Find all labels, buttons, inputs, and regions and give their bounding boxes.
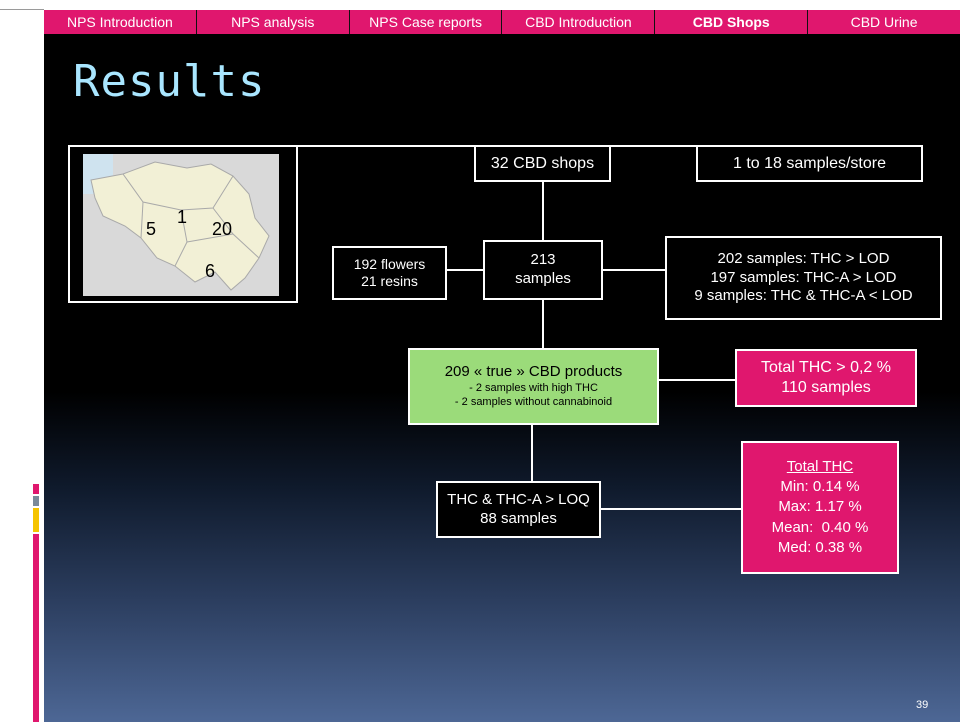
connector-loq-stats <box>600 508 742 510</box>
accent-bar-pink-small <box>33 484 39 494</box>
lod-line-2: 197 samples: THC-A > LOD <box>710 268 897 286</box>
map-label-20: 20 <box>212 219 233 239</box>
map-label-1: 1 <box>177 207 188 227</box>
total-thc-box: Total THC > 0,2 % 110 samples <box>735 349 917 407</box>
accent-bar-pink-large <box>33 534 39 722</box>
tab-cbd-urine[interactable]: CBD Urine <box>850 14 918 30</box>
flowers-resins-box: 192 flowers 21 resins <box>332 246 447 300</box>
tab-cbd-shops[interactable]: CBD Shops <box>655 10 809 34</box>
samples-box: 213 samples <box>483 240 603 300</box>
true-cbd-title: 209 « true » CBD products <box>444 363 623 381</box>
samples-count-text: 213 <box>530 251 556 269</box>
true-cbd-sub-2: - 2 samples without cannabinoid <box>454 395 613 408</box>
stats-mean: Mean: 0.40 % <box>771 518 869 536</box>
section-tabs: NPS Introduction NPS analysis NPS Case r… <box>44 10 960 34</box>
samples-word-text: samples <box>515 270 571 287</box>
true-cbd-box: 209 « true » CBD products - 2 samples wi… <box>408 348 659 425</box>
belgium-map <box>83 154 279 296</box>
tab-nps-introduction[interactable]: NPS Introduction <box>44 10 197 34</box>
title-decoration <box>21 76 35 116</box>
top-strip <box>0 0 960 10</box>
shops-box: 32 CBD shops <box>474 145 611 182</box>
stats-min: Min: 0.14 % <box>780 478 860 496</box>
loq-line-1: THC & THC-A > LOQ <box>447 490 590 508</box>
loq-line-2: 88 samples <box>480 509 557 527</box>
page-number: 39 <box>916 699 929 711</box>
lod-line-1: 202 samples: THC > LOD <box>717 249 890 267</box>
accent-bar-gray <box>33 496 39 506</box>
slide-title: Results <box>73 56 266 107</box>
connector-samples-lod <box>602 269 666 271</box>
tab-nps-case-reports[interactable]: NPS Case reports <box>350 10 503 34</box>
tab-nps-analysis[interactable]: NPS analysis <box>197 10 350 34</box>
map-label-6: 6 <box>205 261 216 281</box>
connector-samples-true <box>542 299 544 349</box>
total-thc-line-2: 110 samples <box>781 379 871 396</box>
total-thc-line-1: Total THC > 0,2 % <box>761 359 891 376</box>
true-cbd-sub-1: - 2 samples with high THC <box>469 382 598 395</box>
lod-line-3: 9 samples: THC & THC-A < LOD <box>694 287 913 305</box>
map-label-5: 5 <box>146 219 157 239</box>
loq-box: THC & THC-A > LOQ 88 samples <box>436 481 601 538</box>
accent-bar-yellow <box>33 508 39 532</box>
thc-stats-box: Total THC Min: 0.14 % Max: 1.17 % Mean: … <box>741 441 899 574</box>
stats-title: Total THC <box>786 457 854 475</box>
stats-med: Med: 0.38 % <box>777 538 863 556</box>
connector-samples-flowers <box>446 269 484 271</box>
stats-max: Max: 1.17 % <box>778 498 862 516</box>
lod-box: 202 samples: THC > LOD 197 samples: THC-… <box>665 236 942 320</box>
top-dash <box>0 9 44 10</box>
connector-true-loq <box>531 425 533 482</box>
samples-per-store-box: 1 to 18 samples/store <box>696 145 923 182</box>
connector-true-total <box>658 379 736 381</box>
resins-text: 21 resins <box>361 273 418 289</box>
flowers-text: 192 flowers <box>353 255 426 272</box>
tab-cbd-introduction[interactable]: CBD Introduction <box>502 10 656 34</box>
samples-per-store-text: 1 to 18 samples/store <box>733 154 886 172</box>
connector-shops-samples <box>542 181 544 241</box>
shops-text: 32 CBD shops <box>490 154 595 172</box>
belgium-map-graphic <box>83 154 279 296</box>
